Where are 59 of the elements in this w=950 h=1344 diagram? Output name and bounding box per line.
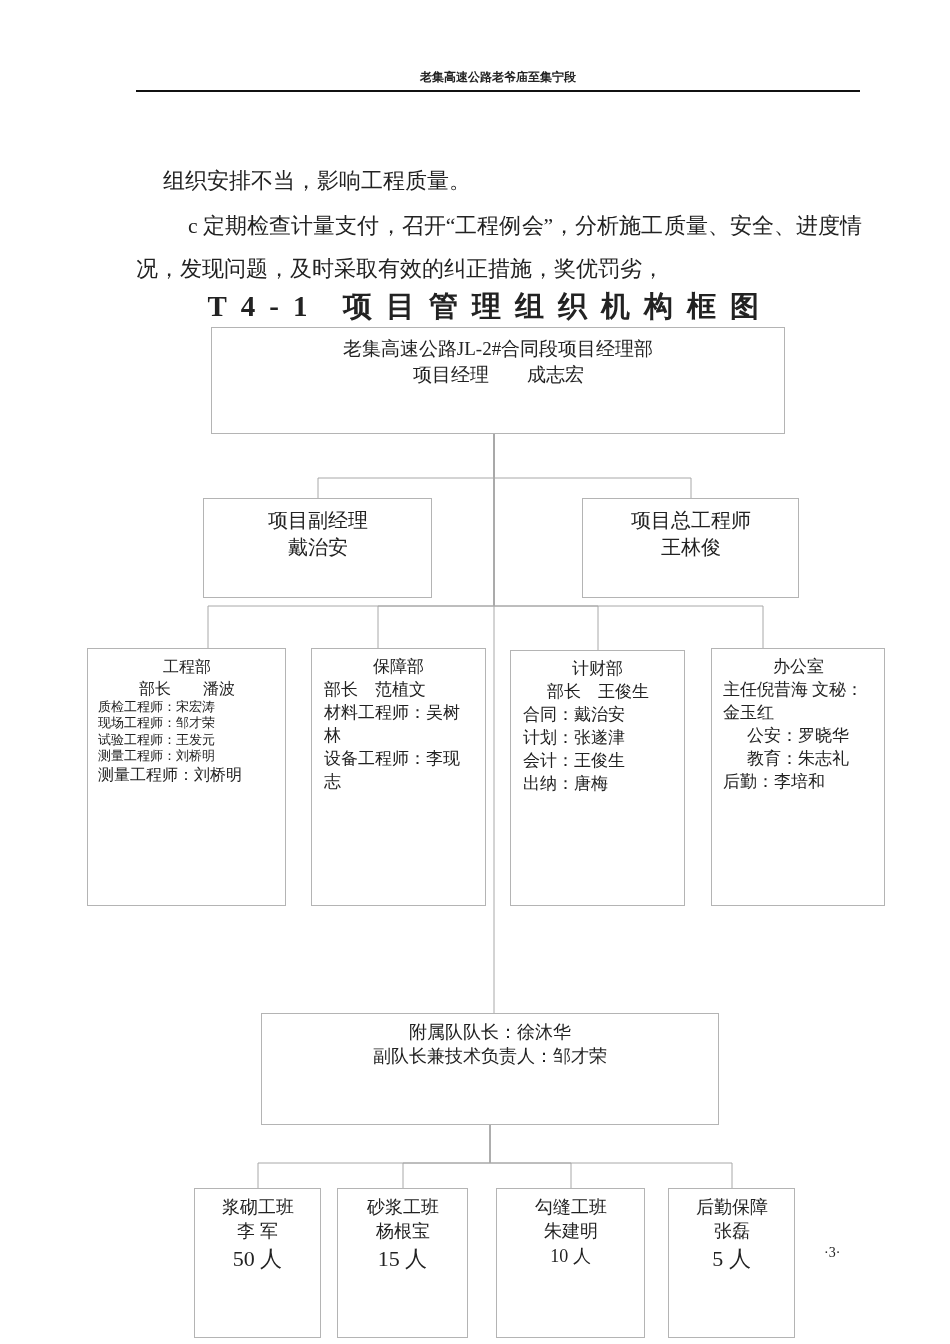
box-text: 李 军 (236, 1220, 279, 1244)
org-box (87, 648, 286, 906)
box-text: 现场工程师：邹才荣 (98, 715, 216, 732)
box-text: 张磊 (712, 1220, 751, 1244)
body-text: c 定期检查计量支付，召开“工程例会”，分析施工质量、安全、进度情况，发现问题，及时采取有效的纠正措施，奖优罚劣， (136, 213, 862, 283)
box-text: 公安：罗晓华 (746, 724, 850, 747)
box-text: 会计：王俊生 (523, 749, 626, 772)
box-text: 保障部 (372, 656, 425, 678)
org-box (261, 1013, 719, 1125)
box-text: 部长 王俊生 (545, 680, 650, 703)
box-text: 出纳：唐梅 (523, 772, 609, 795)
box-text: 项目总工程师 (629, 508, 752, 533)
box-text: 试验工程师：王发元 (98, 731, 216, 748)
org-box (510, 650, 685, 906)
org-box (582, 498, 799, 598)
org-box (496, 1188, 645, 1338)
org-box (337, 1188, 468, 1338)
box-text: 后勤保障 (694, 1196, 769, 1219)
box-text: 工程部 (161, 657, 212, 677)
box-text: 部长 潘波 (137, 678, 236, 699)
box-text: 勾缝工班 (533, 1196, 608, 1219)
box-text: 教育：朱志礼 (746, 747, 850, 770)
org-box (203, 498, 432, 598)
box-text: 合同：戴治安 (523, 703, 626, 726)
box-text: 副队长兼技术负责人：邹才荣 (372, 1045, 608, 1069)
org-box (311, 648, 486, 906)
box-text: 王林俊 (659, 535, 722, 560)
box-text: 15 人 (376, 1244, 429, 1273)
box-text: 砂浆工班 (365, 1196, 440, 1219)
box-text: 50 人 (231, 1244, 284, 1273)
box-text: 计财部 (571, 658, 624, 680)
box-text: 戴治安 (286, 535, 349, 560)
box-text: 后勤：李培和 (723, 770, 826, 793)
page-number: ·3· (824, 1245, 841, 1261)
body-text: 组织安排不当，影响工程质量。 (163, 167, 471, 195)
chart-title: T4-1 项目管理组织机构框图 (206, 289, 774, 324)
box-text: 5 人 (711, 1244, 752, 1273)
box-text: 部长 范植文 (324, 678, 427, 701)
box-text: 浆砌工班 (220, 1196, 295, 1219)
box-text: 测量工程师：刘桥明 (98, 765, 243, 786)
box-text: 10 人 (549, 1244, 592, 1268)
org-box (711, 648, 885, 906)
box-text: 质检工程师：宋宏涛 (98, 699, 216, 716)
org-box (211, 327, 785, 434)
box-text: 主任倪昔海 文秘：金玉红 (723, 678, 865, 724)
box-text: 杨根宝 (374, 1220, 431, 1244)
box-text: 项目副经理 (266, 508, 369, 533)
box-text: 测量工程师：刘桥明 (98, 747, 216, 765)
page-header: 老集高速公路老爷庙至集宁段 (419, 69, 577, 86)
box-text: 项目经理 成志宏 (411, 362, 585, 387)
box-text: 附属队队长：徐沐华 (408, 1021, 572, 1044)
box-text: 设备工程师：李现志 (324, 747, 461, 793)
box-text: 计划：张遂津 (523, 726, 626, 749)
org-box (668, 1188, 795, 1338)
box-text: 材料工程师：吴树林 (324, 701, 461, 747)
box-text: 朱建明 (542, 1220, 599, 1244)
box-text: 办公室 (771, 656, 825, 678)
org-box (194, 1188, 321, 1338)
box-text: 老集高速公路JL-2#合同段项目经理部 (341, 337, 655, 361)
